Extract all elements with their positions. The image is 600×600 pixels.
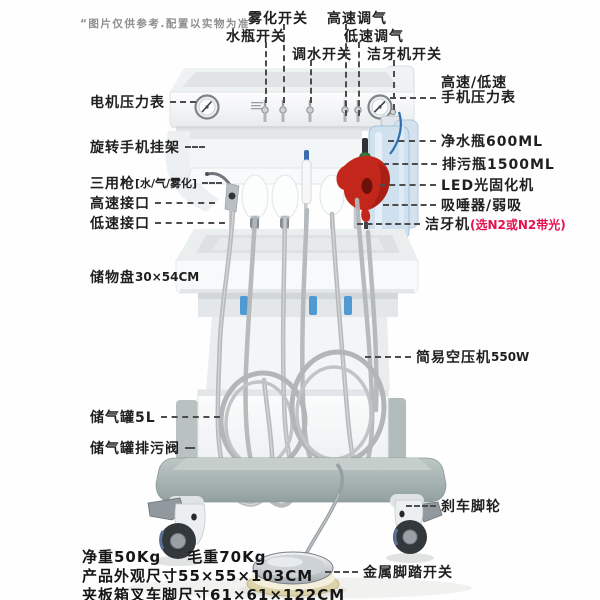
- saliva-ejector-label: 吸唾器/弱吸: [441, 198, 523, 214]
- low-speed-port-label: 低速接口: [90, 216, 150, 232]
- callout-air-tank: 储气罐5L: [90, 407, 220, 427]
- leader-line: [185, 146, 205, 148]
- leader-line: [390, 96, 436, 99]
- leader-water-adjust-switch: [310, 60, 312, 103]
- callout-low-speed-air: 低速调气: [344, 29, 404, 45]
- clean-water-bottle-label: 净水瓶600ML: [441, 134, 544, 150]
- callout-waste-bottle: 排污瓶1500ML: [383, 154, 555, 174]
- pressure-gauge-handpiece: [367, 94, 393, 120]
- air-compressor-power: 550W: [491, 350, 530, 364]
- callout-scaler-switch: 洁牙机开关: [367, 47, 442, 63]
- net-weight: 净重50Kg: [82, 548, 162, 566]
- triple-syringe-sub: [水/气/雾化]: [135, 177, 198, 190]
- metal-foot-switch-label: 金属脚踏开关: [363, 565, 453, 581]
- callout-low-speed-port: 低速接口: [90, 213, 225, 233]
- handpiece-gauge-line2: 手机压力表: [441, 90, 516, 107]
- leader-line: [155, 222, 225, 224]
- led-curing-light-label: LED光固化机: [441, 178, 535, 194]
- leader-line: [325, 571, 358, 573]
- caster-left: [147, 497, 206, 559]
- leader-line: [406, 505, 436, 507]
- led-curing-light: [336, 138, 391, 248]
- leader-line: [365, 356, 411, 358]
- leader-water-bottle-switch: [265, 42, 267, 103]
- leader-line: [357, 223, 420, 225]
- leader-atomizer-switch: [283, 24, 285, 103]
- leader-line: [185, 447, 195, 449]
- leader-line: [383, 204, 436, 206]
- callout-high-speed-air: 高速调气: [327, 11, 387, 27]
- leader-low-speed-air: [358, 42, 360, 116]
- leader-line: [160, 416, 220, 418]
- waste-bottle-label: 排污瓶1500ML: [442, 157, 555, 173]
- caster-right: [393, 499, 443, 554]
- leader-high-speed-air: [345, 24, 347, 116]
- air-tank-label: 储气罐5L: [90, 410, 156, 426]
- leader-line: [155, 202, 215, 204]
- control-knobs: [251, 100, 397, 122]
- air-tank-drain-label: 储气罐排污阀: [90, 441, 180, 457]
- console: [169, 65, 415, 131]
- motor-pressure-gauge-label: 电机压力表: [90, 95, 165, 111]
- spec-crate-size: 夹板箱叉车脚尺寸61×61×122CM: [82, 586, 346, 600]
- brake-caster-label: 刹车脚轮: [441, 499, 501, 515]
- callout-water-adjust-switch: 调水开关: [292, 47, 352, 63]
- spec-product-size: 产品外观尺寸55×55×103CM: [82, 567, 314, 585]
- leader-line: [170, 101, 196, 103]
- scaler-label: 洁牙机: [425, 217, 470, 233]
- callout-atomizer-switch: 雾化开关: [248, 11, 308, 27]
- rotary-handpiece-rack-label: 旋转手机挂架: [90, 140, 180, 156]
- callout-high-speed-port: 高速接口: [90, 193, 215, 213]
- storage-tray-label: 储物盘: [90, 270, 135, 286]
- scaler-option: (选N2或N2带光): [470, 217, 566, 232]
- handpiece-gauge-line1: 高速/低速: [441, 75, 508, 91]
- callout-motor-pressure-gauge: 电机压力表: [90, 92, 196, 112]
- callout-water-bottle-switch: 水瓶开关: [226, 29, 286, 45]
- callout-scaler: 洁牙机(选N2或N2带光): [357, 214, 566, 234]
- leader-line: [202, 182, 222, 184]
- callout-saliva-ejector: 吸唾器/弱吸: [383, 195, 522, 215]
- back-legs: [176, 398, 406, 462]
- spec-weights: 净重50Kg 毛重70Kg: [82, 546, 267, 567]
- triple-syringe-label: 三用枪: [90, 176, 135, 192]
- callout-led-curing-light: LED光固化机: [379, 175, 534, 195]
- gross-weight: 毛重70Kg: [187, 548, 267, 566]
- callout-metal-foot-switch: 金属脚踏开关: [325, 562, 453, 582]
- high-speed-port-label: 高速接口: [90, 196, 150, 212]
- callout-clean-water-bottle: 净水瓶600ML: [388, 131, 543, 151]
- callout-triple-syringe: 三用枪[水/气/雾化]: [90, 173, 222, 193]
- foot-pedal: [246, 551, 340, 597]
- storage-tray-size: 30×54CM: [135, 270, 200, 284]
- callout-brake-caster: 刹车脚轮: [406, 496, 501, 516]
- leader-line: [379, 184, 436, 186]
- air-compressor-label: 简易空压机: [416, 350, 491, 366]
- pressure-gauge-motor: [194, 94, 220, 120]
- callout-handpiece-gauge: 高速/低速 手机压力表: [390, 75, 516, 107]
- callout-rotary-handpiece-rack: 旋转手机挂架: [90, 137, 205, 157]
- leader-line: [383, 163, 437, 165]
- leader-line: [388, 140, 436, 142]
- storage-tray-shelf: [175, 229, 419, 294]
- leader-scaler-switch: [393, 60, 395, 110]
- pedal-cable: [304, 462, 345, 555]
- callout-air-tank-drain: 储气罐排污阀: [90, 438, 195, 458]
- disclaimer-text: “图片仅供参考.配置以实物为准”: [80, 18, 259, 30]
